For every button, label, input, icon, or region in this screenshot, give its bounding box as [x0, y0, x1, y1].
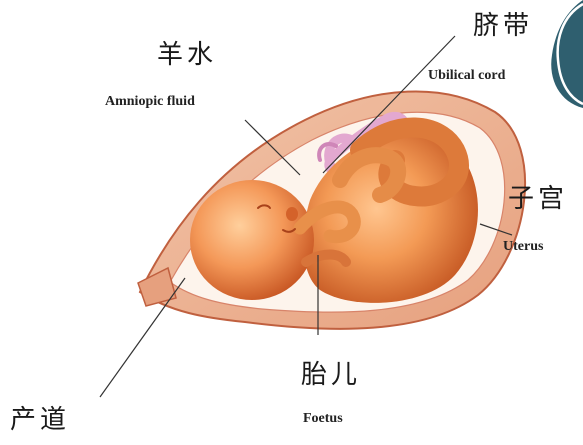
birth-canal-label-zh: 产道	[10, 407, 70, 433]
umbilical-cord-label-en: Ubilical cord	[428, 69, 505, 83]
uterus-label-en: Uterus	[503, 240, 543, 254]
uterus-label-zh: 子宫	[508, 186, 568, 212]
foetus-label-en: Foetus	[303, 412, 343, 426]
amniotic-fluid-label-en: Amniopic fluid	[105, 95, 195, 109]
amniotic-fluid-label-zh: 羊水	[157, 42, 217, 68]
foetus-head	[190, 180, 314, 300]
foetus-label-zh: 胎儿	[301, 362, 361, 388]
umbilical-cord-label-zh: 脐带	[473, 13, 533, 39]
